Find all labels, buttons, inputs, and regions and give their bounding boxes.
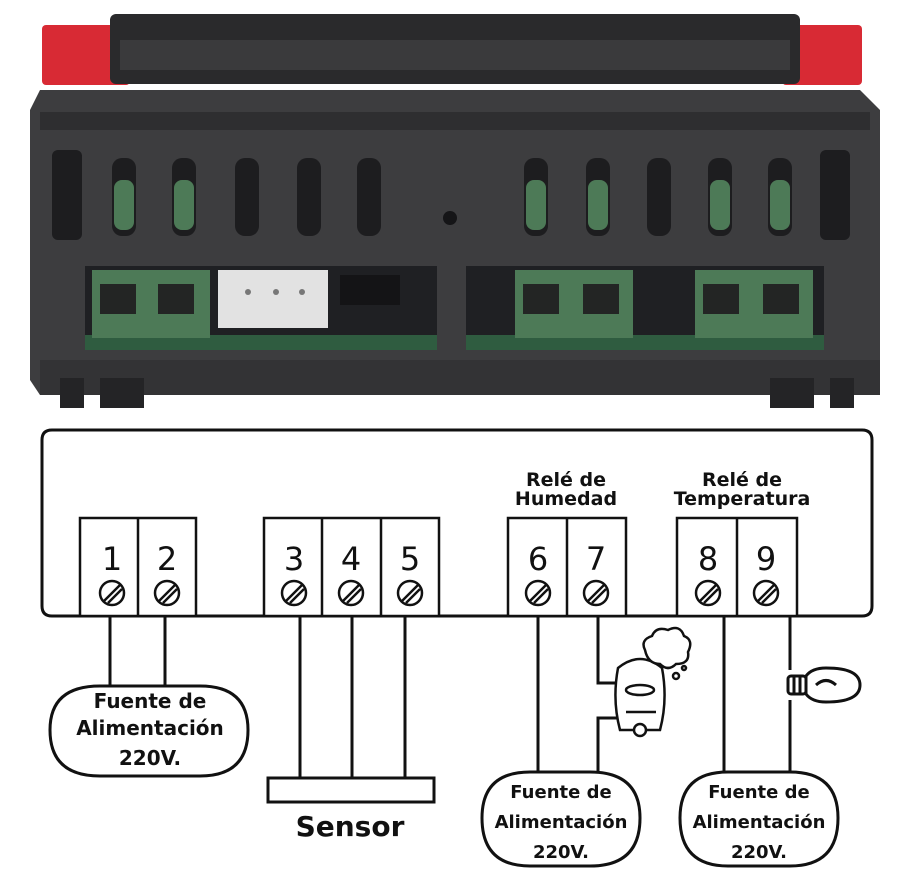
screw-terminal-icon: [337, 579, 365, 607]
power-right-line2: Alimentación: [693, 812, 826, 833]
screw-terminal-icon: [396, 579, 424, 607]
right-red-clip: [782, 25, 862, 85]
sensor-bar: [266, 776, 436, 804]
power-source-right: Fuente de Alimentación 220V.: [678, 770, 840, 868]
power-source-mid: Fuente de Alimentación 220V.: [480, 770, 642, 868]
light-bulb-icon: [786, 666, 862, 704]
terminal-1-number: 1: [102, 540, 122, 578]
power-left-line1: Fuente de: [94, 689, 207, 713]
power-mid-line1: Fuente de: [510, 782, 611, 803]
terminal-9-number: 9: [756, 540, 776, 578]
terminal-2-number: 2: [157, 540, 177, 578]
relay-temperature-line2: Temperatura: [674, 488, 811, 510]
relay-humidity-line1: Relé de: [526, 469, 606, 491]
left-red-clip: [42, 25, 130, 85]
screw-terminal-icon: [752, 579, 780, 607]
humidifier-icon: [614, 626, 692, 738]
screw-terminal-icon: [582, 579, 610, 607]
terminal-4-number: 4: [341, 540, 361, 578]
screw-terminal-icon: [153, 579, 181, 607]
power-mid-line2: Alimentación: [495, 812, 628, 833]
power-right-line3: 220V.: [731, 842, 787, 863]
power-left-line2: Alimentación: [76, 716, 224, 740]
terminal-block-8-9: [675, 516, 799, 618]
wires: [108, 616, 792, 778]
terminal-6-number: 6: [528, 540, 548, 578]
device-outline: [40, 428, 874, 618]
terminal-3-number: 3: [284, 540, 304, 578]
vent-slots: [52, 150, 850, 240]
screw-terminal-icon: [524, 579, 552, 607]
power-mid-line3: 220V.: [533, 842, 589, 863]
sensor-label: Sensor: [296, 810, 405, 843]
photo-terminal-blocks: [92, 270, 813, 338]
terminal-block-1-2: [78, 516, 198, 618]
power-right-line1: Fuente de: [708, 782, 809, 803]
terminal-block-6-7: [506, 516, 628, 618]
sensor: Sensor: [266, 776, 436, 843]
relay-temperature-line1: Relé de: [702, 469, 782, 491]
relay-humidity-line2: Humedad: [515, 488, 617, 510]
device-photo: [30, 14, 880, 408]
terminal-7-number: 7: [586, 540, 606, 578]
screw-terminal-icon: [280, 579, 308, 607]
power-left-line3: 220V.: [119, 746, 181, 770]
power-source-left: Fuente de Alimentación 220V.: [48, 684, 250, 778]
screw-terminal-icon: [694, 579, 722, 607]
terminal-5-number: 5: [400, 540, 420, 578]
terminal-8-number: 8: [698, 540, 718, 578]
screw-terminal-icon: [98, 579, 126, 607]
